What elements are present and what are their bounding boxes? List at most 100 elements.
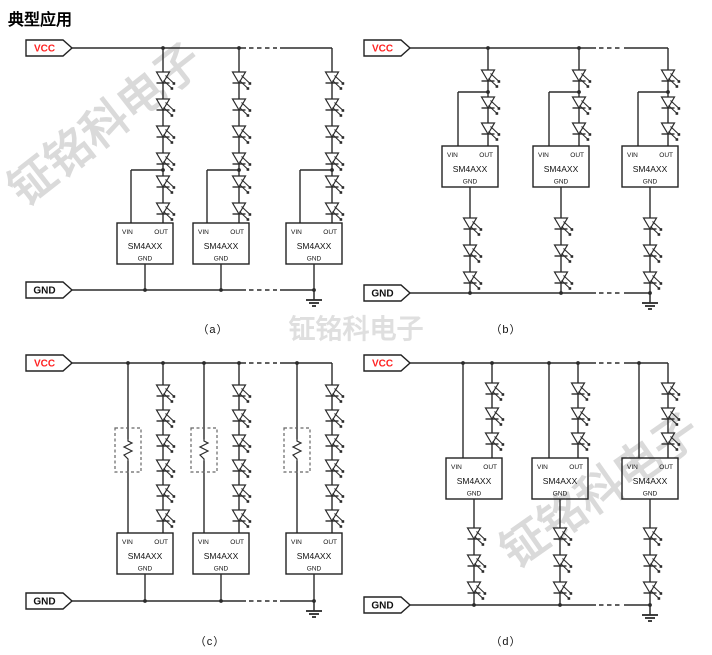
- schematic-label: OUT: [483, 464, 497, 471]
- led-icon: [642, 217, 663, 236]
- schematic-label: GND: [554, 179, 569, 186]
- schematic-label: GND: [553, 491, 568, 498]
- junction-dot: [461, 361, 465, 365]
- led-icon: [324, 175, 345, 194]
- schematic-label: SM4AXX: [204, 551, 239, 561]
- led-icon: [462, 271, 483, 290]
- junction-dot: [472, 603, 476, 607]
- junction-dot: [547, 361, 551, 365]
- led-icon: [660, 96, 681, 115]
- led-icon: [462, 244, 483, 263]
- led-icon: [642, 527, 663, 546]
- earth-ground-icon: [642, 291, 658, 310]
- led-icon: [571, 69, 592, 88]
- vcc-flag: VCC: [25, 354, 74, 372]
- junction-dot: [486, 90, 490, 94]
- schematic-label: VCC: [372, 44, 393, 55]
- junction-dot: [161, 361, 165, 365]
- vcc-flag: VCC: [363, 354, 412, 372]
- led-icon: [571, 122, 592, 141]
- led-icon: [155, 384, 176, 403]
- led-icon: [660, 122, 681, 141]
- led-icon: [480, 96, 501, 115]
- resistor-box: [190, 427, 218, 473]
- led-icon: [231, 409, 252, 428]
- schematic-label: OUT: [570, 152, 584, 159]
- schematic-label: OUT: [323, 229, 337, 236]
- junction-dot: [202, 361, 206, 365]
- schematic-label: SM4AXX: [633, 476, 668, 486]
- led-icon: [231, 459, 252, 478]
- schematic-label: VCC: [34, 44, 55, 55]
- led-icon: [231, 71, 252, 90]
- led-icon: [642, 554, 663, 573]
- junction-dot: [648, 291, 652, 295]
- led-icon: [231, 202, 252, 221]
- led-icon: [231, 434, 252, 453]
- led-icon: [660, 69, 681, 88]
- page-title: 典型应用: [8, 12, 73, 29]
- schematic-label: GND: [467, 491, 482, 498]
- schematic-label: OUT: [154, 229, 168, 236]
- led-icon: [155, 125, 176, 144]
- earth-ground-icon: [306, 288, 322, 307]
- junction-dot: [237, 46, 241, 50]
- schematic-label: SM4AXX: [543, 476, 578, 486]
- led-icon: [324, 409, 345, 428]
- circuit-b-caption: （b）: [490, 324, 522, 336]
- led-icon: [155, 202, 176, 221]
- schematic-label: OUT: [479, 152, 493, 159]
- junction-dot: [219, 288, 223, 292]
- led-icon: [642, 581, 663, 600]
- led-icon: [231, 98, 252, 117]
- schematic-label: GND: [463, 179, 478, 186]
- led-icon: [570, 382, 591, 401]
- schematic-label: GND: [371, 289, 393, 300]
- led-icon: [552, 581, 573, 600]
- vcc-flag: VCC: [25, 39, 74, 57]
- schematic-label: VIN: [451, 464, 462, 471]
- schematic-label: VIN: [122, 539, 133, 546]
- gnd-flag: GND: [363, 596, 412, 614]
- led-icon: [155, 98, 176, 117]
- schematic-label: SM4AXX: [457, 476, 492, 486]
- led-icon: [462, 217, 483, 236]
- schematic-label: GND: [643, 491, 658, 498]
- schematic-label: OUT: [569, 464, 583, 471]
- junction-dot: [577, 90, 581, 94]
- schematic-label: VIN: [198, 229, 209, 236]
- junction-dot: [486, 46, 490, 50]
- schematic-label: GND: [33, 286, 55, 297]
- junction-dot: [143, 599, 147, 603]
- resistor-box: [283, 427, 311, 473]
- schematic-label: VIN: [291, 539, 302, 546]
- schematic-label: SM4AXX: [297, 551, 332, 561]
- led-icon: [484, 382, 505, 401]
- led-icon: [324, 202, 345, 221]
- schematic-label: VIN: [627, 152, 638, 159]
- led-icon: [552, 554, 573, 573]
- schematic-label: SM4AXX: [204, 241, 239, 251]
- schematic-label: SM4AXX: [128, 551, 163, 561]
- led-icon: [231, 125, 252, 144]
- schematic-label: VIN: [198, 539, 209, 546]
- junction-dot: [295, 361, 299, 365]
- led-icon: [155, 71, 176, 90]
- led-icon: [231, 509, 252, 528]
- junction-dot: [666, 90, 670, 94]
- led-icon: [324, 384, 345, 403]
- schematic-label: GND: [307, 566, 322, 573]
- led-icon: [324, 152, 345, 171]
- junction-dot: [219, 599, 223, 603]
- led-icon: [231, 152, 252, 171]
- led-icon: [660, 432, 681, 451]
- led-icon: [570, 407, 591, 426]
